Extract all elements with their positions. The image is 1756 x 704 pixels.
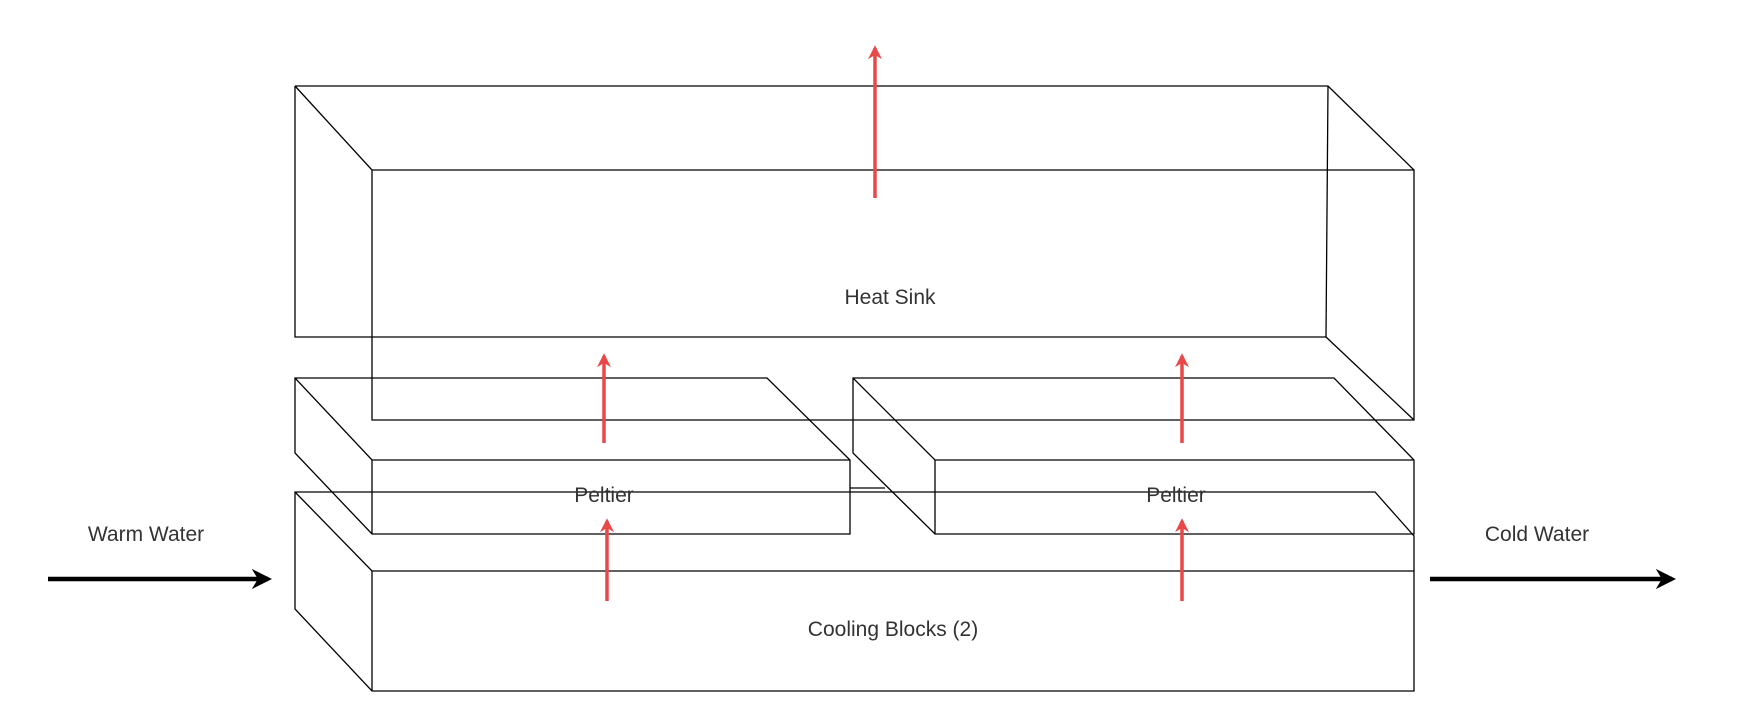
heat-sink-label: Heat Sink	[844, 286, 936, 309]
heat-sink	[294, 85, 1415, 421]
peltier-right	[852, 377, 1415, 535]
peltier-right-label: Peltier	[1146, 484, 1206, 507]
cooling-block	[294, 491, 1415, 692]
cooling-blocks-label: Cooling Blocks (2)	[808, 618, 978, 641]
peltier-left	[294, 377, 851, 535]
cold-water-label: Cold Water	[1485, 523, 1589, 546]
warm-water-label: Warm Water	[88, 523, 204, 546]
heat-flow-arrows	[597, 45, 1189, 601]
peltier-left-label: Peltier	[574, 484, 634, 507]
